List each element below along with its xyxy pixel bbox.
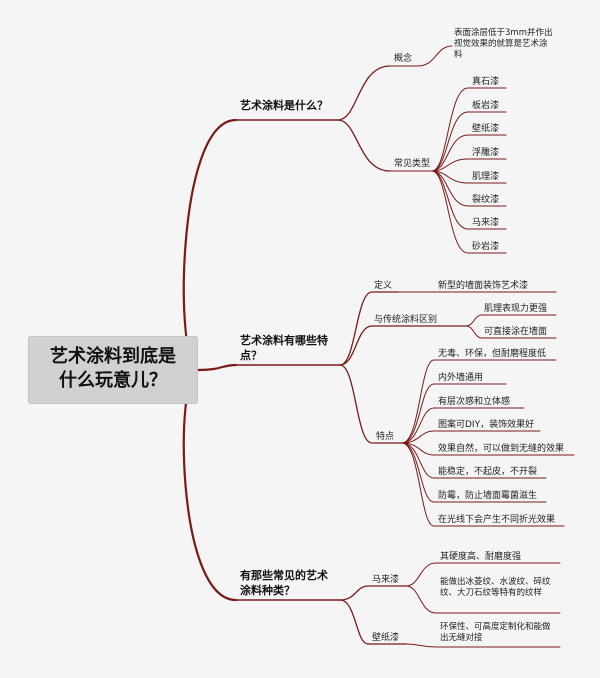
topic-wallpaper-paint[interactable]: 壁纸漆 bbox=[372, 633, 400, 643]
type-item[interactable]: 裂纹漆 bbox=[472, 195, 500, 205]
feature-item[interactable]: 无毒、环保，但耐磨程度低 bbox=[438, 349, 547, 359]
malai-item[interactable]: 能做出冰菱纹、水波纹、碎纹纹、大刀石纹等特有的纹样 bbox=[440, 577, 551, 598]
feature-item[interactable]: 有层次感和立体感 bbox=[438, 397, 511, 407]
feature-item[interactable]: 能稳定，不起皮，不开裂 bbox=[438, 467, 538, 477]
root-title-line-2: 什么玩意儿？ bbox=[59, 370, 167, 391]
type-item[interactable]: 砂岩漆 bbox=[472, 242, 500, 252]
type-item[interactable]: 真石漆 bbox=[472, 77, 500, 87]
connector-b1-concept bbox=[337, 65, 391, 121]
topic-definition[interactable]: 定义 bbox=[374, 281, 393, 291]
branch-title-types[interactable]: 有那些常见的艺术涂料种类？ bbox=[240, 569, 328, 597]
wallpaper-item[interactable]: 环保性、可高度定制化和能做出无缝对接 bbox=[440, 622, 551, 643]
feature-item[interactable]: 在光线下会产生不同折光效果 bbox=[438, 515, 556, 525]
feature-item[interactable]: 图案可DIY，装饰效果好 bbox=[438, 420, 535, 430]
connector-root-branch-3 bbox=[182, 368, 238, 602]
root-title-line-1: 艺术涂料到底是 bbox=[50, 346, 176, 367]
definition-item[interactable]: 新型的墙面装饰艺术漆 bbox=[438, 281, 529, 291]
feature-item[interactable]: 效果自然，可以做到无缝的效果 bbox=[438, 444, 565, 454]
connector-b1-types bbox=[337, 119, 391, 172]
branch-title-what-is[interactable]: 艺术涂料是什么？ bbox=[240, 99, 328, 112]
feature-item[interactable]: 内外墙通用 bbox=[438, 373, 484, 383]
topic-malai-paint[interactable]: 马来漆 bbox=[372, 575, 400, 585]
connector-root-branch-2 bbox=[196, 363, 238, 372]
root-node[interactable]: 艺术涂料到底是 什么玩意儿？ bbox=[28, 336, 198, 404]
root-title: 艺术涂料到底是 什么玩意儿？ bbox=[28, 345, 198, 393]
type-item[interactable]: 壁纸漆 bbox=[472, 124, 500, 134]
connector-root-branch-1 bbox=[182, 118, 238, 372]
topic-difference[interactable]: 与传统涂料区别 bbox=[374, 315, 438, 325]
malai-item[interactable]: 其硬度高、耐磨度强 bbox=[440, 552, 522, 562]
branch-title-features[interactable]: 艺术涂料有哪些特点？ bbox=[240, 334, 328, 362]
topic-features[interactable]: 特点 bbox=[376, 432, 395, 442]
topic-concept[interactable]: 概念 bbox=[394, 54, 413, 64]
type-item[interactable]: 浮雕漆 bbox=[472, 148, 500, 158]
difference-item[interactable]: 可直接涂在墙面 bbox=[484, 327, 548, 337]
feature-item[interactable]: 防霉，防止墙面霉菌滋生 bbox=[438, 491, 538, 501]
type-item[interactable]: 板岩漆 bbox=[472, 101, 500, 111]
difference-item[interactable]: 肌理表现力更强 bbox=[484, 304, 548, 314]
topic-common-types[interactable]: 常见类型 bbox=[394, 159, 431, 169]
topic-concept-definition[interactable]: 表面涂层低于3mm并作出视觉效果的就算是艺术涂料 bbox=[454, 28, 553, 60]
type-item[interactable]: 马来漆 bbox=[472, 218, 500, 228]
type-item[interactable]: 肌理漆 bbox=[472, 172, 500, 182]
connector-concept-item bbox=[417, 45, 453, 67]
